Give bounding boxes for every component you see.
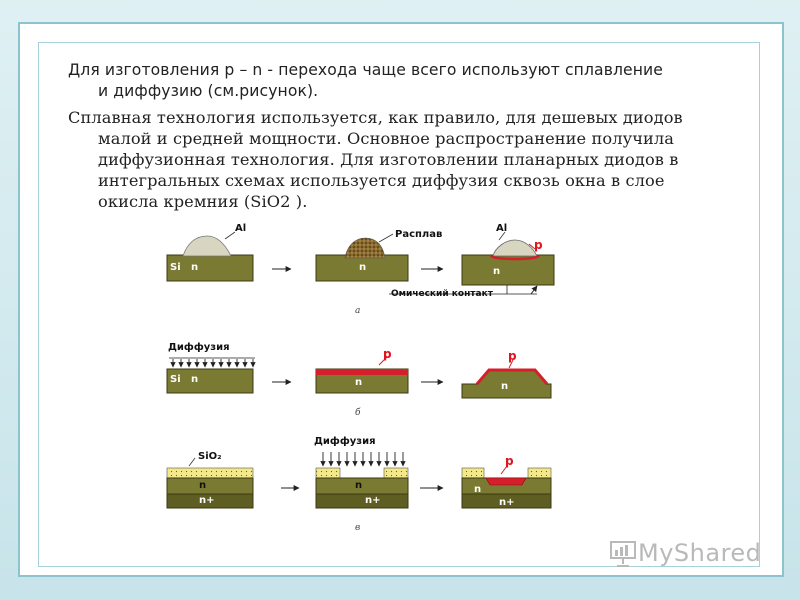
label-n-plus: n+: [199, 495, 215, 506]
label-n: n: [474, 484, 482, 495]
caption-c: в: [355, 523, 361, 533]
label-n: n: [493, 266, 501, 277]
paragraph-technology: Сплавная технология используется, как пр…: [68, 107, 748, 212]
p-region: [490, 254, 540, 261]
label-diffusion: Диффузия: [314, 436, 376, 447]
label-p: p: [534, 238, 543, 252]
sio2-layer: [383, 467, 409, 479]
melt-region: [344, 237, 386, 259]
p-layer-mesa: [475, 368, 549, 385]
label-n-plus: n+: [365, 495, 381, 506]
al-pellet: [182, 235, 232, 257]
leader-line: [508, 359, 514, 369]
substrate-block: [166, 254, 254, 282]
leader-line: [500, 465, 508, 475]
label-al: Al: [235, 223, 247, 234]
label-n: n: [359, 262, 367, 273]
label-melt: Расплав: [395, 229, 443, 240]
label-n: n: [355, 377, 363, 388]
watermark: MyShared: [608, 536, 761, 570]
label-diffusion: Диффузия: [168, 342, 230, 353]
p-region: [485, 477, 527, 486]
leader-line: [188, 457, 196, 467]
diffusion-arrows: [320, 452, 406, 467]
sio2-layer: [461, 467, 485, 479]
n-plus-layer: [166, 493, 254, 509]
diffusion-arrows: [170, 359, 256, 368]
n-plus-layer: [315, 493, 409, 509]
leader-line: [528, 243, 536, 250]
text-line: и диффузию (см.рисунок).: [98, 82, 319, 100]
text-line: интегральных схемах используется диффузи…: [98, 171, 665, 190]
label-p: p: [508, 349, 517, 363]
label-sio2: SiO₂: [198, 451, 222, 462]
text-line: окисла кремния (SiO2 ).: [98, 192, 308, 211]
watermark-text: MyShared: [638, 539, 762, 567]
label-si: Si: [170, 262, 181, 273]
leader-line: [378, 356, 388, 366]
text-line: диффузионная технология. Для изготовлени…: [98, 150, 679, 169]
presentation-screen-icon: [610, 541, 636, 567]
label-p: p: [505, 454, 514, 468]
label-n: n: [355, 480, 363, 491]
text-line: малой и средней мощности. Основное распр…: [98, 129, 675, 148]
pn-junction-fabrication-figure: Al Si n Расплав n Al p n Омический конта…: [165, 222, 577, 548]
label-p: p: [383, 347, 392, 361]
leader-line: [378, 233, 394, 243]
text-line: Для изготовления p – n - перехода чаще в…: [68, 61, 663, 79]
sio2-layer: [527, 467, 552, 479]
leader-line: [224, 231, 236, 240]
label-n: n: [191, 374, 199, 385]
label-n: n: [191, 262, 199, 273]
label-n: n: [199, 480, 207, 491]
p-layer: [316, 369, 408, 375]
ohmic-callout-arrow: [530, 285, 538, 295]
sio2-layer: [315, 467, 341, 479]
label-si: Si: [170, 374, 181, 385]
caption-a: а: [355, 306, 361, 316]
substrate-block: [166, 368, 254, 394]
al-contact: [492, 239, 538, 257]
text-line: Сплавная технология используется, как пр…: [68, 108, 683, 127]
row-b-diffusion-process: [166, 356, 552, 399]
label-ohmic-contact: Омический контакт: [391, 289, 493, 299]
sio2-layer: [166, 467, 254, 479]
row-c-planar-process: [166, 452, 552, 509]
n-plus-layer: [461, 493, 552, 509]
paragraph-intro: Для изготовления p – n - перехода чаще в…: [68, 60, 748, 102]
leader-line: [498, 231, 506, 241]
label-n-plus: n+: [499, 497, 515, 508]
label-n: n: [501, 381, 509, 392]
n-layer: [166, 477, 254, 495]
label-al: Al: [496, 223, 508, 234]
caption-b: б: [355, 408, 361, 418]
row-a-alloy-process: [166, 231, 555, 295]
figure-drawing: [166, 231, 555, 509]
